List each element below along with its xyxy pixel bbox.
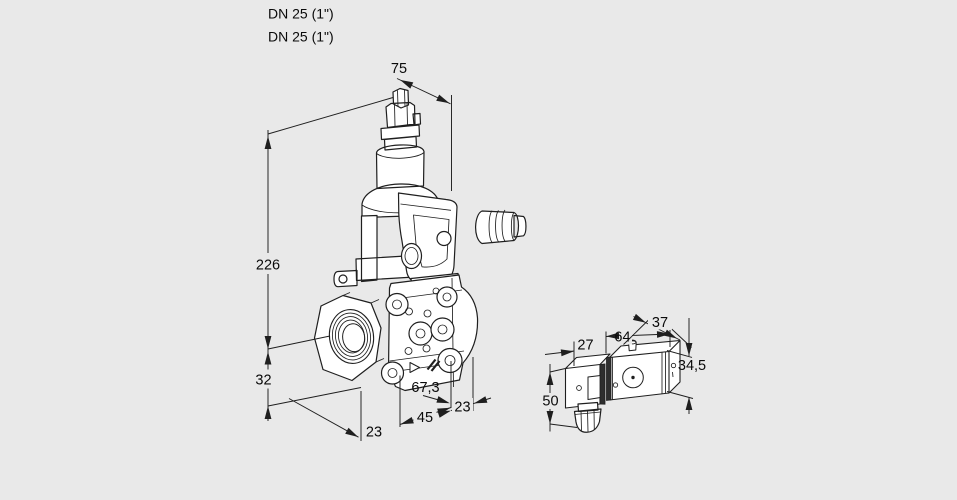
housing-oval-ring-inner	[404, 247, 419, 265]
connector-hole	[576, 385, 582, 391]
cable-gland	[475, 210, 527, 245]
flow-arrow-glyph	[409, 362, 420, 373]
hatch-glyph	[426, 358, 441, 372]
port-plug	[408, 321, 433, 346]
coil-side-view	[564, 339, 681, 433]
connector-window	[587, 375, 601, 400]
coil-body-edges	[612, 351, 674, 400]
port-plug	[430, 317, 455, 342]
coil-face-hole	[612, 382, 619, 388]
dim-label-75: 75	[391, 61, 407, 77]
dim-label-45: 45	[417, 410, 433, 426]
connector-interface-strip-2	[606, 356, 612, 401]
dim-top-width: 75	[391, 61, 452, 191]
valve-stem	[361, 87, 440, 219]
bolt	[385, 292, 409, 317]
housing-oval-ring	[400, 242, 423, 270]
dim-overall-height: 226	[253, 97, 394, 351]
neck-ear-hole	[338, 274, 348, 284]
dim-label-34-5: 34,5	[678, 358, 706, 374]
dim-coil-depth: 37	[623, 313, 692, 348]
dn-size-label-1: DN 25 (1")	[268, 6, 334, 22]
cable-gland-ribs	[488, 209, 515, 244]
actuator-housing-panel	[400, 203, 452, 268]
dim-label-23-right: 23	[454, 400, 470, 416]
pipe-flange-depth	[342, 292, 385, 363]
bolt	[437, 347, 463, 374]
dim-label-32: 32	[255, 373, 271, 389]
dim-label-37: 37	[652, 315, 668, 331]
dim-axis-to-bottom: 32	[250, 351, 362, 421]
coil-face-dot	[631, 375, 635, 380]
bolt	[380, 361, 405, 385]
dim-label-67-3: 67,3	[411, 380, 439, 396]
dim-label-23-left: 23	[366, 425, 382, 441]
coil-side-hole	[670, 362, 677, 369]
bolt	[436, 286, 458, 308]
body-bolts	[380, 286, 463, 385]
side-cable-gland-ribs	[574, 409, 601, 432]
coil-body	[608, 339, 681, 401]
valve-stem-facets	[361, 89, 439, 214]
dim-label-50: 50	[542, 394, 558, 410]
dims-bottom: 23 45 23 67,3	[288, 357, 492, 441]
dim-connector-depth: 27	[544, 338, 594, 366]
dim-axis-to-gland: 50	[539, 364, 578, 432]
valve-main-view	[313, 87, 527, 392]
valve-body-edges	[389, 277, 465, 388]
dim-label-226: 226	[256, 258, 280, 274]
pipe-thread-rings	[328, 309, 375, 364]
connector-interface-strip	[599, 363, 606, 405]
dim-label-64: 64	[614, 330, 630, 346]
dim-coil-height: 34,5	[666, 318, 706, 414]
dim-label-27: 27	[577, 338, 593, 354]
housing-hole	[436, 230, 452, 247]
dn-size-label-2: DN 25 (1")	[268, 29, 334, 45]
